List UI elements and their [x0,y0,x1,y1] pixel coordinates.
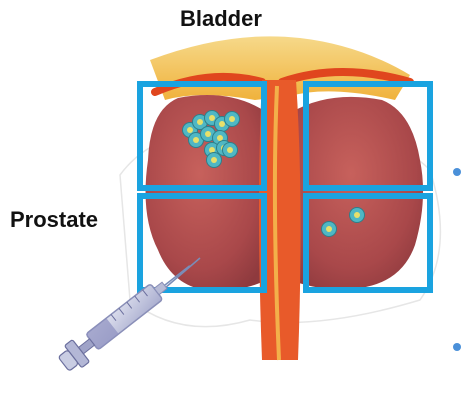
bladder-label: Bladder [180,6,262,32]
tumor-cell [350,208,365,223]
bullet-marker-top [453,168,461,176]
prostate-label: Prostate [10,207,98,233]
bullet-marker-bottom [453,343,461,351]
tumor-cell [225,112,240,127]
tumor-cell [322,222,337,237]
tumor-cell [207,153,222,168]
tumor-cell [223,143,238,158]
